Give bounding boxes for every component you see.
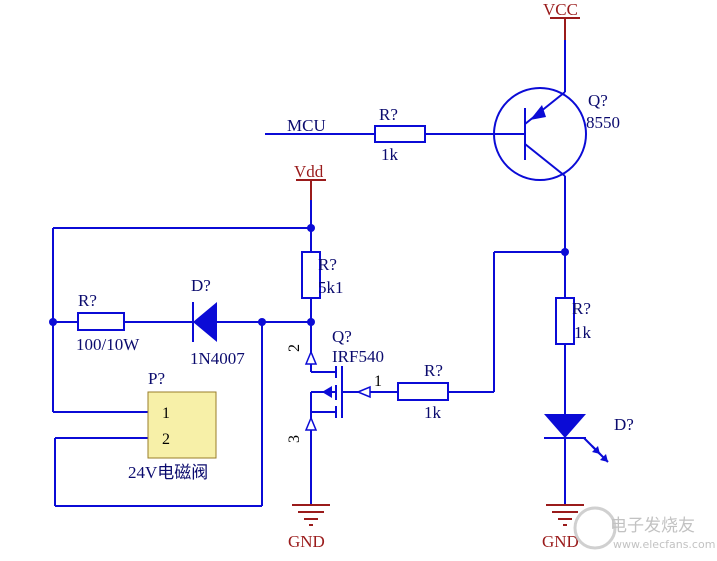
mosfet-designator: Q? xyxy=(332,327,352,346)
connector-designator: P? xyxy=(148,369,165,388)
vdd-power-port: Vdd xyxy=(294,162,326,200)
transistor-q1-pnp: Q? 8550 xyxy=(493,40,620,250)
resistor-led-designator: R? xyxy=(572,299,591,318)
junction-dot xyxy=(307,224,315,232)
resistor-base-value: 1k xyxy=(381,145,399,164)
diode-triangle-icon xyxy=(193,302,217,342)
resistor-gate-designator: R? xyxy=(424,361,443,380)
resistor-series: R? 100/10W xyxy=(76,291,192,354)
diode-flyback: D? 1N4007 xyxy=(190,276,311,368)
connector-value: 24V电磁阀 xyxy=(128,463,208,482)
emitter-arrow-icon xyxy=(530,105,546,120)
diode-flyback-value: 1N4007 xyxy=(190,349,245,368)
resistor-pullup-designator: R? xyxy=(318,255,337,274)
resistor-led-value: 1k xyxy=(574,323,592,342)
mcu-net-label: MCU xyxy=(287,116,326,135)
resistor-gate-value: 1k xyxy=(424,403,442,422)
mosfet-pin-drain: 2 xyxy=(286,344,303,352)
gnd-right-label: GND xyxy=(542,532,579,551)
resistor-pullup-value: 5k1 xyxy=(318,278,344,297)
resistor-base: R? 1k xyxy=(374,105,495,164)
gnd-right-symbol: GND xyxy=(542,504,584,551)
resistor-series-value: 100/10W xyxy=(76,335,140,354)
light-emission-icon xyxy=(583,437,609,463)
watermark-line2: www.elecfans.com xyxy=(613,538,715,551)
gnd-left-label: GND xyxy=(288,532,325,551)
resistor-gate: R? 1k xyxy=(397,251,565,422)
watermark-line1: 电子发烧友 xyxy=(610,516,695,536)
gnd-left-symbol: GND xyxy=(288,504,330,551)
mosfet-value: IRF540 xyxy=(332,347,384,366)
watermark-logo-icon xyxy=(573,506,617,550)
diode-flyback-designator: D? xyxy=(191,276,211,295)
gate-pin-arrow-icon xyxy=(356,385,371,399)
led-designator: D? xyxy=(614,415,634,434)
resistor-led: R? 1k xyxy=(555,297,592,414)
connector-pin-2: 2 xyxy=(162,431,170,448)
mosfet-pin-gate: 1 xyxy=(374,373,382,390)
vcc-label: VCC xyxy=(543,0,578,19)
resistor-base-designator: R? xyxy=(379,105,398,124)
vdd-label: Vdd xyxy=(294,162,324,181)
watermark: 电子发烧友 www.elecfans.com xyxy=(573,506,715,551)
led-triangle-icon xyxy=(544,414,586,438)
channel-arrow-icon xyxy=(322,386,332,398)
connector-solenoid-valve: 1 2 P? 24V电磁阀 xyxy=(128,369,217,482)
drain-pin-arrow-icon xyxy=(304,350,318,365)
source-pin-arrow-icon xyxy=(304,416,318,431)
resistor-series-designator: R? xyxy=(78,291,97,310)
resistor-pullup: R? 5k1 xyxy=(301,251,344,322)
q1-value: 8550 xyxy=(586,113,620,132)
junction-dot xyxy=(49,318,57,326)
mcu-input: MCU xyxy=(265,116,375,135)
led: D? xyxy=(544,414,634,505)
q1-designator: Q? xyxy=(588,91,608,110)
mosfet-q2: Q? IRF540 2 1 3 xyxy=(286,322,398,505)
vcc-power-port: VCC xyxy=(543,0,580,40)
connector-pin-1: 1 xyxy=(162,405,170,422)
mosfet-pin-source: 3 xyxy=(286,435,303,443)
